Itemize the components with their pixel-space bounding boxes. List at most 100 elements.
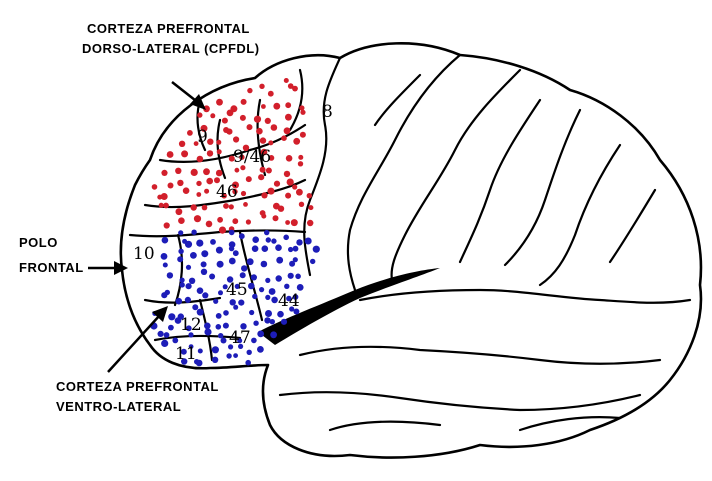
blue-dot xyxy=(201,261,207,267)
blue-dot xyxy=(223,323,229,329)
dlpfc-label-line1: CORTEZA PREFRONTAL xyxy=(87,21,250,36)
vlpfc-label-line1: CORTEZA PREFRONTAL xyxy=(56,379,219,394)
blue-dot xyxy=(180,282,185,287)
red-dot xyxy=(291,219,298,226)
red-dot xyxy=(300,132,306,138)
blue-dot xyxy=(270,319,275,324)
blue-dot xyxy=(261,261,268,268)
blue-dot xyxy=(229,258,236,265)
red-dot xyxy=(152,184,158,190)
blue-dot xyxy=(198,349,203,354)
red-dot xyxy=(216,140,221,145)
red-dot xyxy=(161,193,168,200)
red-dot xyxy=(307,193,312,198)
blue-dot xyxy=(204,328,211,335)
blue-dot xyxy=(229,246,234,251)
red-dot xyxy=(292,86,298,92)
red-dot xyxy=(179,141,185,147)
red-dot xyxy=(178,217,185,224)
blue-dot xyxy=(245,360,251,366)
blue-dot xyxy=(223,310,229,316)
red-dot xyxy=(227,110,234,117)
red-dot xyxy=(298,161,303,166)
blue-dot xyxy=(293,246,299,252)
red-dot xyxy=(226,129,232,135)
blue-dot xyxy=(240,272,246,278)
area-11-label: 11 xyxy=(175,344,197,364)
blue-dot xyxy=(238,300,244,306)
red-dot xyxy=(274,181,280,187)
red-dot xyxy=(183,187,190,194)
red-dot xyxy=(285,193,291,199)
dlpfc-label-line2: DORSO-LATERAL (CPFDL) xyxy=(82,41,260,56)
red-dot xyxy=(298,155,303,160)
red-dot xyxy=(223,203,229,209)
red-dot xyxy=(243,202,248,207)
area-46-label: 46 xyxy=(216,182,238,202)
red-dot xyxy=(247,88,252,93)
red-dot xyxy=(216,170,223,177)
red-dot xyxy=(308,205,313,210)
blue-dot xyxy=(266,237,271,242)
blue-dot xyxy=(178,249,183,254)
red-dot xyxy=(229,204,234,209)
red-dot xyxy=(292,184,297,189)
red-dot xyxy=(217,149,222,154)
red-dot xyxy=(261,192,267,198)
blue-dot xyxy=(168,325,174,331)
blue-dot xyxy=(265,278,270,283)
blue-dot xyxy=(218,290,223,295)
blue-dot xyxy=(233,250,239,256)
blue-dot xyxy=(284,284,289,289)
blue-dot xyxy=(264,317,270,323)
blue-dot xyxy=(172,338,178,344)
red-dot xyxy=(207,139,213,145)
blue-dot xyxy=(264,230,269,235)
red-dot xyxy=(217,217,223,223)
blue-dot xyxy=(180,278,185,283)
blue-dot xyxy=(233,353,238,358)
red-dot xyxy=(285,114,292,121)
red-dot xyxy=(261,214,266,219)
red-dot xyxy=(286,155,293,162)
blue-dot xyxy=(209,274,215,280)
red-dot xyxy=(194,215,201,222)
red-dot xyxy=(191,169,198,176)
blue-dot xyxy=(190,252,197,259)
blue-dot xyxy=(161,253,168,260)
red-dot xyxy=(284,127,291,134)
blue-dot xyxy=(168,313,175,320)
blue-dot xyxy=(201,269,207,275)
blue-dot xyxy=(212,346,219,353)
area-44-label: 44 xyxy=(278,291,300,311)
blue-dot xyxy=(259,287,264,292)
blue-dot xyxy=(310,259,315,264)
blue-dot xyxy=(161,340,168,347)
blue-dot xyxy=(313,246,320,253)
red-dot xyxy=(167,151,174,158)
red-dot xyxy=(219,227,226,234)
blue-dot xyxy=(296,239,302,245)
blue-dot xyxy=(288,273,294,279)
blue-dot xyxy=(229,230,235,236)
red-dot xyxy=(233,136,239,142)
red-dot xyxy=(285,220,290,225)
blue-dot xyxy=(239,233,245,239)
blue-dot xyxy=(271,238,276,243)
blue-dot xyxy=(216,324,222,330)
blue-dot xyxy=(230,299,236,305)
red-dot xyxy=(273,103,280,110)
red-dot xyxy=(191,204,197,210)
polo-label-line2: FRONTAL xyxy=(19,260,84,275)
blue-dot xyxy=(276,275,282,281)
blue-dot xyxy=(186,283,192,289)
red-dot xyxy=(307,220,313,226)
blue-dot xyxy=(177,256,183,262)
brain-outline xyxy=(121,43,701,457)
blue-dot xyxy=(253,321,258,326)
blue-dot xyxy=(249,310,254,315)
vlpfc-label-line2: VENTRO-LATERAL xyxy=(56,399,181,414)
blue-dot xyxy=(293,257,298,262)
